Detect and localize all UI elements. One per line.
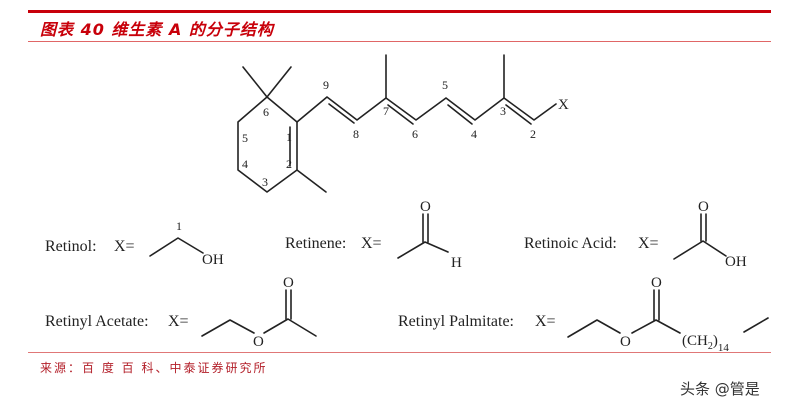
variant-retinyl-palmitate: Retinyl Palmitate: X= O O (CH2)14: [398, 275, 769, 354]
ester-oxygen-label: O: [620, 334, 631, 350]
carbonyl-oxygen-label: O: [651, 275, 662, 291]
chain-carbon-6-label: 6: [412, 127, 418, 141]
chain-carbon-2-label: 2: [530, 127, 536, 141]
x-equals: X=: [114, 238, 135, 255]
variant-retinyl-acetate: Retinyl Acetate: X= O O: [45, 275, 317, 350]
carbonyl-oxygen-label: O: [283, 275, 294, 291]
hydroxyl-label: OH: [202, 252, 224, 268]
main-structure: 6 5 4 3 2 1 9 8 7 6 5 4 3 2 X: [237, 54, 569, 193]
ester-oxygen-label: O: [253, 334, 264, 350]
watermark: 头条 @管是: [680, 380, 760, 398]
ring-carbon-2-label: 2: [286, 157, 292, 171]
substituent-x-label: X: [558, 97, 569, 113]
variant-name: Retinol:: [45, 238, 97, 255]
chain-carbon-9-label: 9: [323, 78, 329, 92]
ring-carbon-1-label: 1: [286, 130, 292, 144]
title-bottom-rule: [28, 41, 771, 42]
figure-source: 来源：百 度 百 科、中泰证券研究所: [40, 361, 268, 375]
variant-name: Retinyl Palmitate:: [398, 313, 514, 330]
variant-retinene: Retinene: X= O H: [285, 199, 462, 271]
carbon-1-label: 1: [176, 219, 182, 233]
chain-carbon-8-label: 8: [353, 127, 359, 141]
oxygen-label: O: [698, 199, 709, 215]
variant-name: Retinoic Acid:: [524, 235, 617, 252]
hydroxyl-label: OH: [725, 254, 747, 270]
x-equals: X=: [361, 235, 382, 252]
ring-carbon-4-label: 4: [242, 157, 248, 171]
cyclohexene-ring: [237, 66, 327, 193]
oxygen-label: O: [420, 199, 431, 215]
variant-name: Retinyl Acetate:: [45, 313, 149, 330]
x-equals: X=: [638, 235, 659, 252]
ring-carbon-6-label: 6: [263, 105, 269, 119]
polyene-chain: [296, 54, 557, 125]
ring-carbon-3-label: 3: [262, 175, 268, 189]
variant-retinol: Retinol: X= 1 OH: [45, 219, 224, 268]
ring-carbon-5-label: 5: [242, 131, 248, 145]
source-top-rule: [28, 352, 771, 353]
chain-carbon-5-label: 5: [442, 78, 448, 92]
hydrogen-label: H: [451, 255, 462, 271]
variant-name: Retinene:: [285, 235, 346, 252]
chain-carbon-3-label: 3: [500, 104, 506, 118]
variant-retinoic-acid: Retinoic Acid: X= O OH: [524, 199, 747, 270]
x-equals: X=: [535, 313, 556, 330]
title-top-rule: [28, 10, 771, 13]
chain-carbon-7-label: 7: [383, 104, 389, 118]
x-equals: X=: [168, 313, 189, 330]
methylene-chain-label: (CH2)14: [682, 333, 729, 354]
chain-carbon-4-label: 4: [471, 127, 477, 141]
figure-title: 图表 40 维生素 A 的分子结构: [40, 20, 274, 39]
